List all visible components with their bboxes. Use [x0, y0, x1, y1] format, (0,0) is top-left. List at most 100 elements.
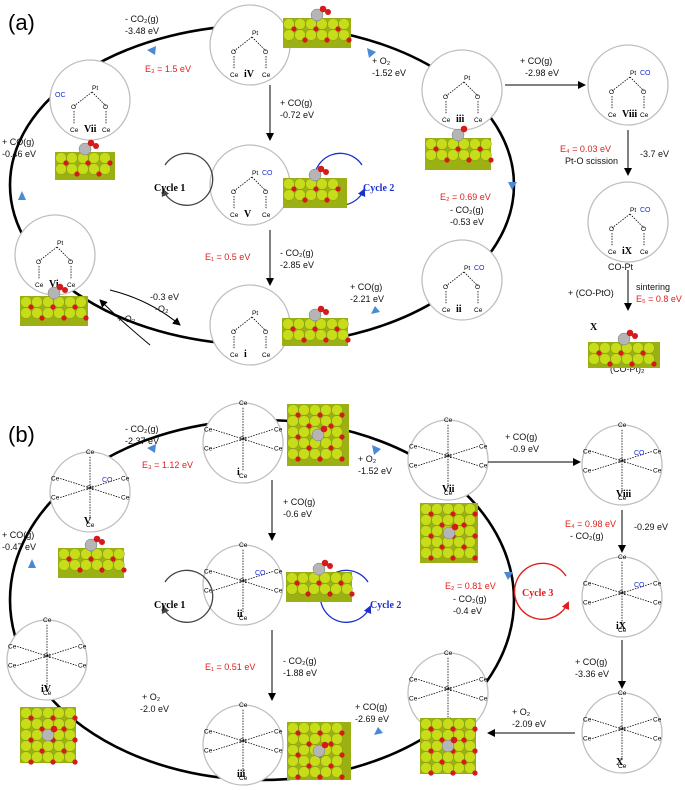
ce-atom: [282, 329, 294, 341]
ce-atom: [20, 307, 32, 319]
node-b-i: PtCeCeCeCeCeCei: [202, 400, 284, 484]
o-atom: [28, 737, 34, 743]
ce-atom: [480, 149, 492, 161]
oc-ligand-label: OC: [55, 92, 66, 99]
node-label-ii: ii: [237, 609, 243, 620]
ce-atom: [298, 766, 310, 778]
ce-atom: [77, 163, 89, 175]
ce-atom: [113, 559, 125, 571]
o-atom-label: O: [263, 49, 268, 56]
co-ligand-label: CO: [634, 582, 645, 589]
ce-atom-label: Ce: [409, 443, 418, 450]
ce-atom: [42, 751, 54, 763]
a-copt2: (CO-Pt)₂: [610, 364, 645, 374]
o-atom: [450, 555, 456, 561]
ring-markers-b: [28, 444, 513, 735]
o-atom: [339, 774, 345, 780]
ce-atom: [42, 307, 54, 319]
b-o2-bl: + O₂: [142, 692, 161, 702]
co-ligand-label: CO: [474, 265, 485, 272]
o-atom: [428, 555, 434, 561]
ce-atom-label: Ce: [204, 568, 213, 575]
node-circle: [209, 284, 291, 366]
o-atom-label: O: [231, 329, 236, 336]
o-atom: [323, 337, 329, 343]
node-b-v: PtCeCeCeCeCeCeCOV: [49, 449, 131, 533]
ce-atom: [315, 318, 327, 330]
ce-atom-label: Ce: [230, 352, 239, 359]
ce-atom: [331, 722, 343, 734]
o-atom: [50, 304, 56, 310]
ce-atom: [480, 138, 492, 150]
b-co2-mid-e: -1.88 eV: [283, 668, 317, 678]
o-atom-label: O: [443, 284, 448, 291]
o-atom: [99, 567, 105, 573]
ce-atom-label: Ce: [8, 663, 17, 670]
ce-atom: [464, 525, 476, 537]
pt-atom: [312, 562, 326, 576]
o-atom: [107, 160, 113, 166]
o-atom-label: O: [263, 329, 268, 336]
node-b-ix: PtCeCeCeCeCeCeCOiX: [581, 554, 663, 638]
a-sinter: sintering: [636, 282, 670, 292]
ce-atom-label: Ce: [274, 446, 283, 453]
ce-atom-label: Ce: [239, 542, 248, 549]
ce-atom-label: Ce: [409, 463, 418, 470]
ce-atom-label: Ce: [653, 580, 662, 587]
ce-atom: [453, 503, 465, 515]
ce-atom-label: Ce: [583, 600, 592, 607]
ce-atom: [298, 448, 310, 460]
ce-atom-label: Ce: [204, 426, 213, 433]
ce-atom: [331, 733, 343, 745]
ce-atom: [420, 740, 432, 752]
node-label-viii: Viii: [616, 489, 631, 500]
a-e5: E₅ = 0.8 eV: [636, 294, 682, 304]
pt-atom-label: Pt: [57, 240, 63, 247]
o-atom: [328, 741, 334, 747]
o-atom: [301, 337, 307, 343]
pt-atom: [47, 286, 61, 300]
ce-atom: [420, 751, 432, 763]
ce-atom: [326, 318, 338, 330]
cycle3-b-label: Cycle 3: [522, 588, 553, 599]
ce-atom: [319, 572, 331, 584]
o-atom: [50, 715, 56, 721]
ce-atom: [588, 342, 600, 354]
ce-atom: [88, 152, 100, 164]
o-atom: [428, 748, 434, 754]
o-atom: [428, 770, 434, 776]
ce-atom: [442, 514, 454, 526]
ce-atom: [287, 766, 299, 778]
ce-atom: [610, 353, 622, 365]
o-atom: [313, 26, 319, 32]
node-label-iii: iii: [237, 769, 246, 780]
ce-atom: [331, 448, 343, 460]
ce-atom: [453, 762, 465, 774]
ce-atom: [298, 426, 310, 438]
ce-atom: [420, 536, 432, 548]
ce-atom-label: Ce: [239, 615, 248, 622]
slab-b-iv: [20, 707, 78, 765]
a-co2-right: - CO₂(g): [450, 205, 484, 215]
ce-atom-label: Ce: [409, 676, 418, 683]
slab-a-vii: [55, 139, 115, 180]
pt-atom: [78, 142, 92, 156]
o-atom: [461, 522, 467, 528]
a-co2-top-e: -3.48 eV: [125, 26, 159, 36]
o-atom: [450, 736, 458, 744]
ce-atom: [320, 766, 332, 778]
ce-atom-label: Ce: [444, 650, 453, 657]
b-co2-right-e: -0.4 eV: [453, 606, 482, 616]
ce-atom: [464, 514, 476, 526]
ce-atom: [298, 744, 310, 756]
node-label-ii: ii: [456, 304, 462, 315]
ce-atom: [341, 572, 353, 584]
ce-atom: [304, 329, 316, 341]
ce-atom: [632, 353, 644, 365]
o-atom: [461, 737, 467, 743]
ce-atom: [297, 572, 309, 584]
ce-atom-label: Ce: [274, 426, 283, 433]
